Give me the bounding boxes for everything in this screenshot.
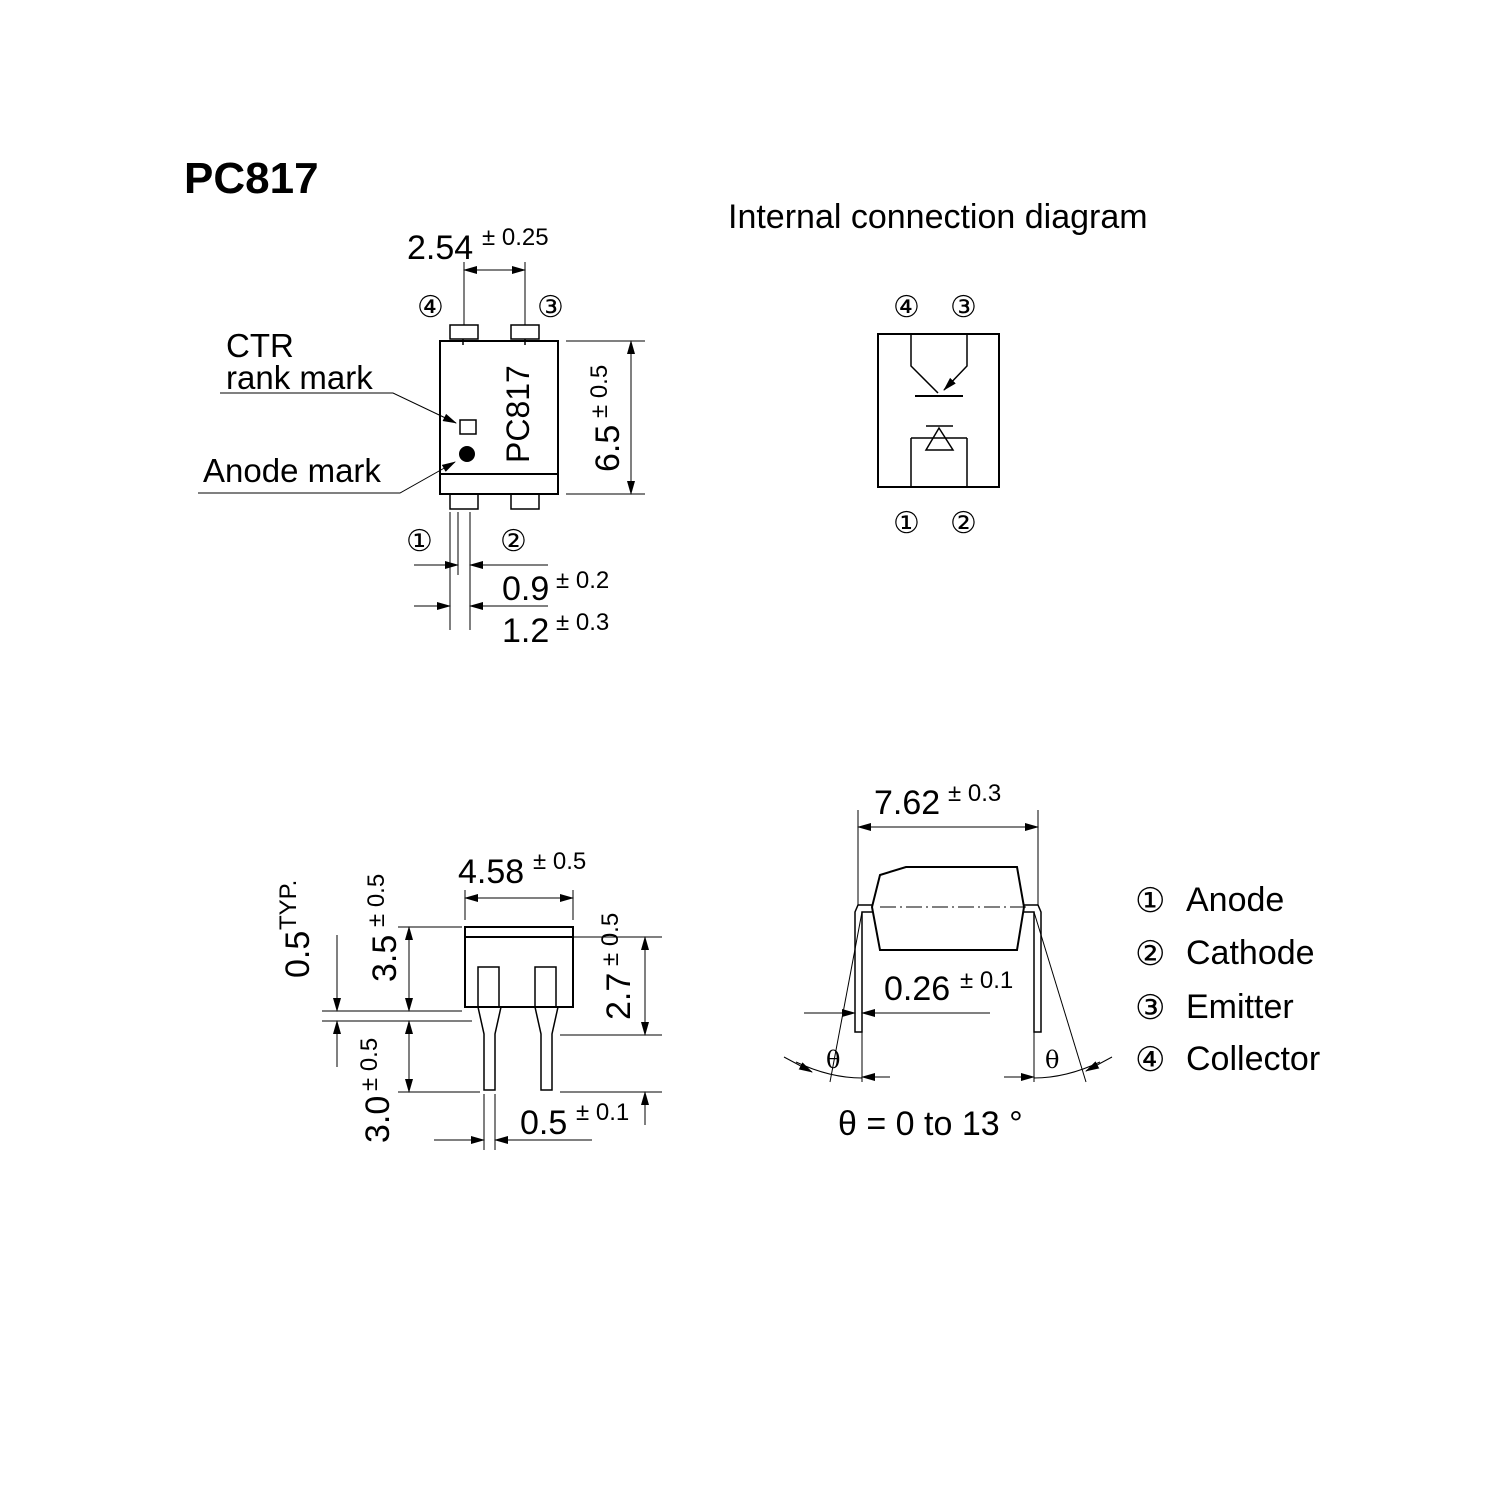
dim-seating-tol: ± 0.5: [597, 913, 624, 966]
dim-side-lead-thickness-value: 0.26: [884, 970, 950, 1008]
theta-right: θ: [1045, 1046, 1059, 1074]
front-lead-right: [534, 966, 559, 1091]
pin-legend: ① Anode ② Cathode ③ Emitter ④ Collector: [1135, 881, 1320, 1079]
dim-standoff-value: 0.5: [279, 931, 317, 978]
pin-3-top: ③: [537, 291, 564, 324]
anode-mark-label: Anode mark: [203, 452, 381, 489]
pin-1-bottom: ①: [406, 525, 433, 558]
dim-lead-thickness-value: 0.5: [520, 1104, 567, 1142]
dim-pitch-tol: ± 0.25: [482, 224, 549, 251]
phototransistor-symbol: [910, 334, 968, 397]
dim-height-value: 6.5: [589, 425, 627, 472]
legend-name-2: Cathode: [1186, 934, 1315, 972]
dim-body-width-value: 4.58: [458, 853, 524, 891]
dim-body-width: 4.58 ± 0.5: [458, 848, 586, 920]
internal-pin-2: ②: [950, 507, 977, 540]
led-diode-symbol: [910, 425, 968, 487]
dim-lead-thickness-tol: ± 0.1: [576, 1099, 629, 1126]
ctr-rank-mark: [459, 419, 477, 435]
top-view: PC817 CTR rank mark Anode mark ④ ③ ① ② 2…: [198, 224, 645, 650]
part-marking: PC817: [500, 365, 536, 463]
dim-seating-value: 2.7: [600, 973, 638, 1020]
dim-lead-width-value: 0.9: [502, 570, 549, 608]
legend-num-3: ③: [1135, 989, 1165, 1027]
ctr-label-line2: rank mark: [226, 359, 373, 396]
dim-lead-length-tol: ± 0.5: [356, 1038, 383, 1091]
front-lead-left: [477, 966, 502, 1091]
legend-name-3: Emitter: [1186, 988, 1294, 1026]
dim-side-lead-thickness-tol: ± 0.1: [960, 967, 1013, 994]
theta-note: θ = 0 to 13 °: [838, 1105, 1023, 1143]
anode-mark: [459, 446, 475, 462]
theta-left: θ: [826, 1046, 840, 1074]
internal-outline: [877, 333, 1000, 488]
internal-diagram-title: Internal connection diagram: [728, 198, 1148, 236]
legend-name-4: Collector: [1186, 1040, 1320, 1078]
dim-body-height-value: 3.5: [366, 935, 404, 982]
front-view: 4.58 ± 0.5 3.5 ± 0.5 0.5 TYP. 3.0 ± 0.5 …: [275, 848, 662, 1150]
package-body-top: [439, 340, 559, 495]
lower-lead-tabs: [449, 493, 540, 510]
dim-pitch-value: 2.54: [407, 229, 473, 267]
legend-num-1: ①: [1135, 882, 1165, 920]
internal-pin-3: ③: [950, 291, 977, 324]
internal-connection-diagram: ④ ③ ① ②: [877, 291, 1000, 540]
pin-4-top: ④: [417, 291, 444, 324]
dim-body-width-tol: ± 0.5: [533, 848, 586, 875]
dim-lead-shoulder-value: 1.2: [502, 612, 549, 650]
legend-num-4: ④: [1135, 1041, 1165, 1079]
dim-lead-width-tol: ± 0.2: [556, 567, 609, 594]
package-body-front: [464, 926, 574, 1008]
internal-pin-4: ④: [893, 291, 920, 324]
dim-row-spacing-value: 7.62: [874, 784, 940, 822]
dim-pitch: 2.54 ± 0.25: [407, 224, 549, 325]
internal-pin-1: ①: [893, 507, 920, 540]
ctr-label-line1: CTR: [226, 327, 294, 364]
dim-row-spacing-tol: ± 0.3: [948, 780, 1001, 807]
pin-2-bottom: ②: [500, 525, 527, 558]
dim-lead-shoulder-tol: ± 0.3: [556, 609, 609, 636]
package-body-side: [870, 866, 1026, 951]
legend-name-1: Anode: [1186, 881, 1284, 919]
dim-lead-length-value: 3.0: [359, 1096, 397, 1143]
side-lead-right: [1024, 904, 1042, 1033]
legend-num-2: ②: [1135, 935, 1165, 973]
dim-height-tol: ± 0.5: [586, 365, 613, 418]
dim-standoff-suffix: TYP.: [275, 880, 302, 930]
dim-height: 6.5 ± 0.5: [566, 340, 645, 495]
part-title: PC817: [184, 154, 319, 203]
dim-body-height-tol: ± 0.5: [363, 874, 390, 927]
dim-lead-widths: 0.9 ± 0.2 1.2 ± 0.3: [414, 512, 609, 650]
side-view: 7.62 ± 0.3 0.26 ± 0.1 θ θ θ = 0 to 13 °: [783, 780, 1113, 1143]
